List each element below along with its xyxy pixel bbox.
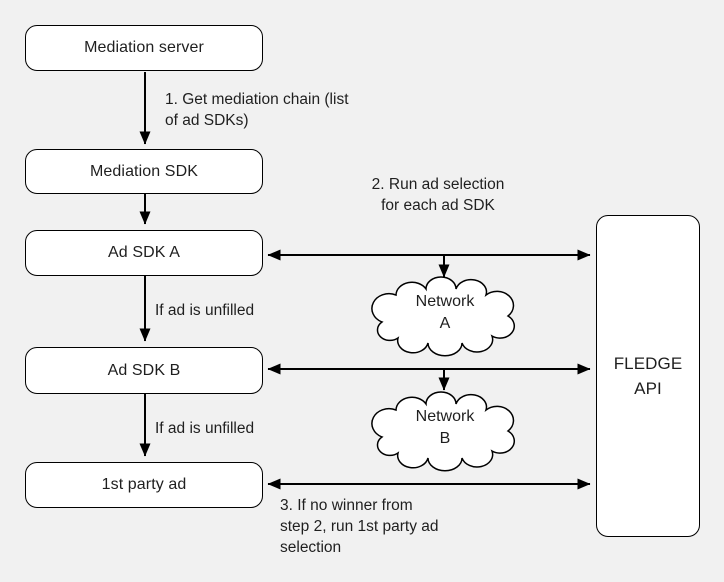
label-step2-run-ad-selection: 2. Run ad selection for each ad SDK xyxy=(371,176,505,214)
node-first-party-ad: 1st party ad xyxy=(25,462,263,508)
label-if-ad-unfilled-a: If ad is unfilled xyxy=(155,302,255,319)
cloud-network-a-icon xyxy=(371,276,515,357)
label-step1-get-mediation-chain: 1. Get mediation chain (list of ad SDKs) xyxy=(165,91,349,129)
node-mediation-sdk: Mediation SDK xyxy=(25,149,263,194)
cloud-label-network-a: Network A xyxy=(415,293,475,332)
node-ad-sdk-b: Ad SDK B xyxy=(25,347,263,394)
label-step3-first-party-selection: 3. If no winner from step 2, run 1st par… xyxy=(280,497,439,556)
label-if-ad-unfilled-b: If ad is unfilled xyxy=(155,420,255,437)
cloud-network-b-icon xyxy=(371,391,515,472)
cloud-label-network-b: Network B xyxy=(415,408,475,447)
node-ad-sdk-a: Ad SDK A xyxy=(25,230,263,276)
node-mediation-server: Mediation server xyxy=(25,25,263,71)
node-fledge-api: FLEDGE API xyxy=(596,215,700,537)
